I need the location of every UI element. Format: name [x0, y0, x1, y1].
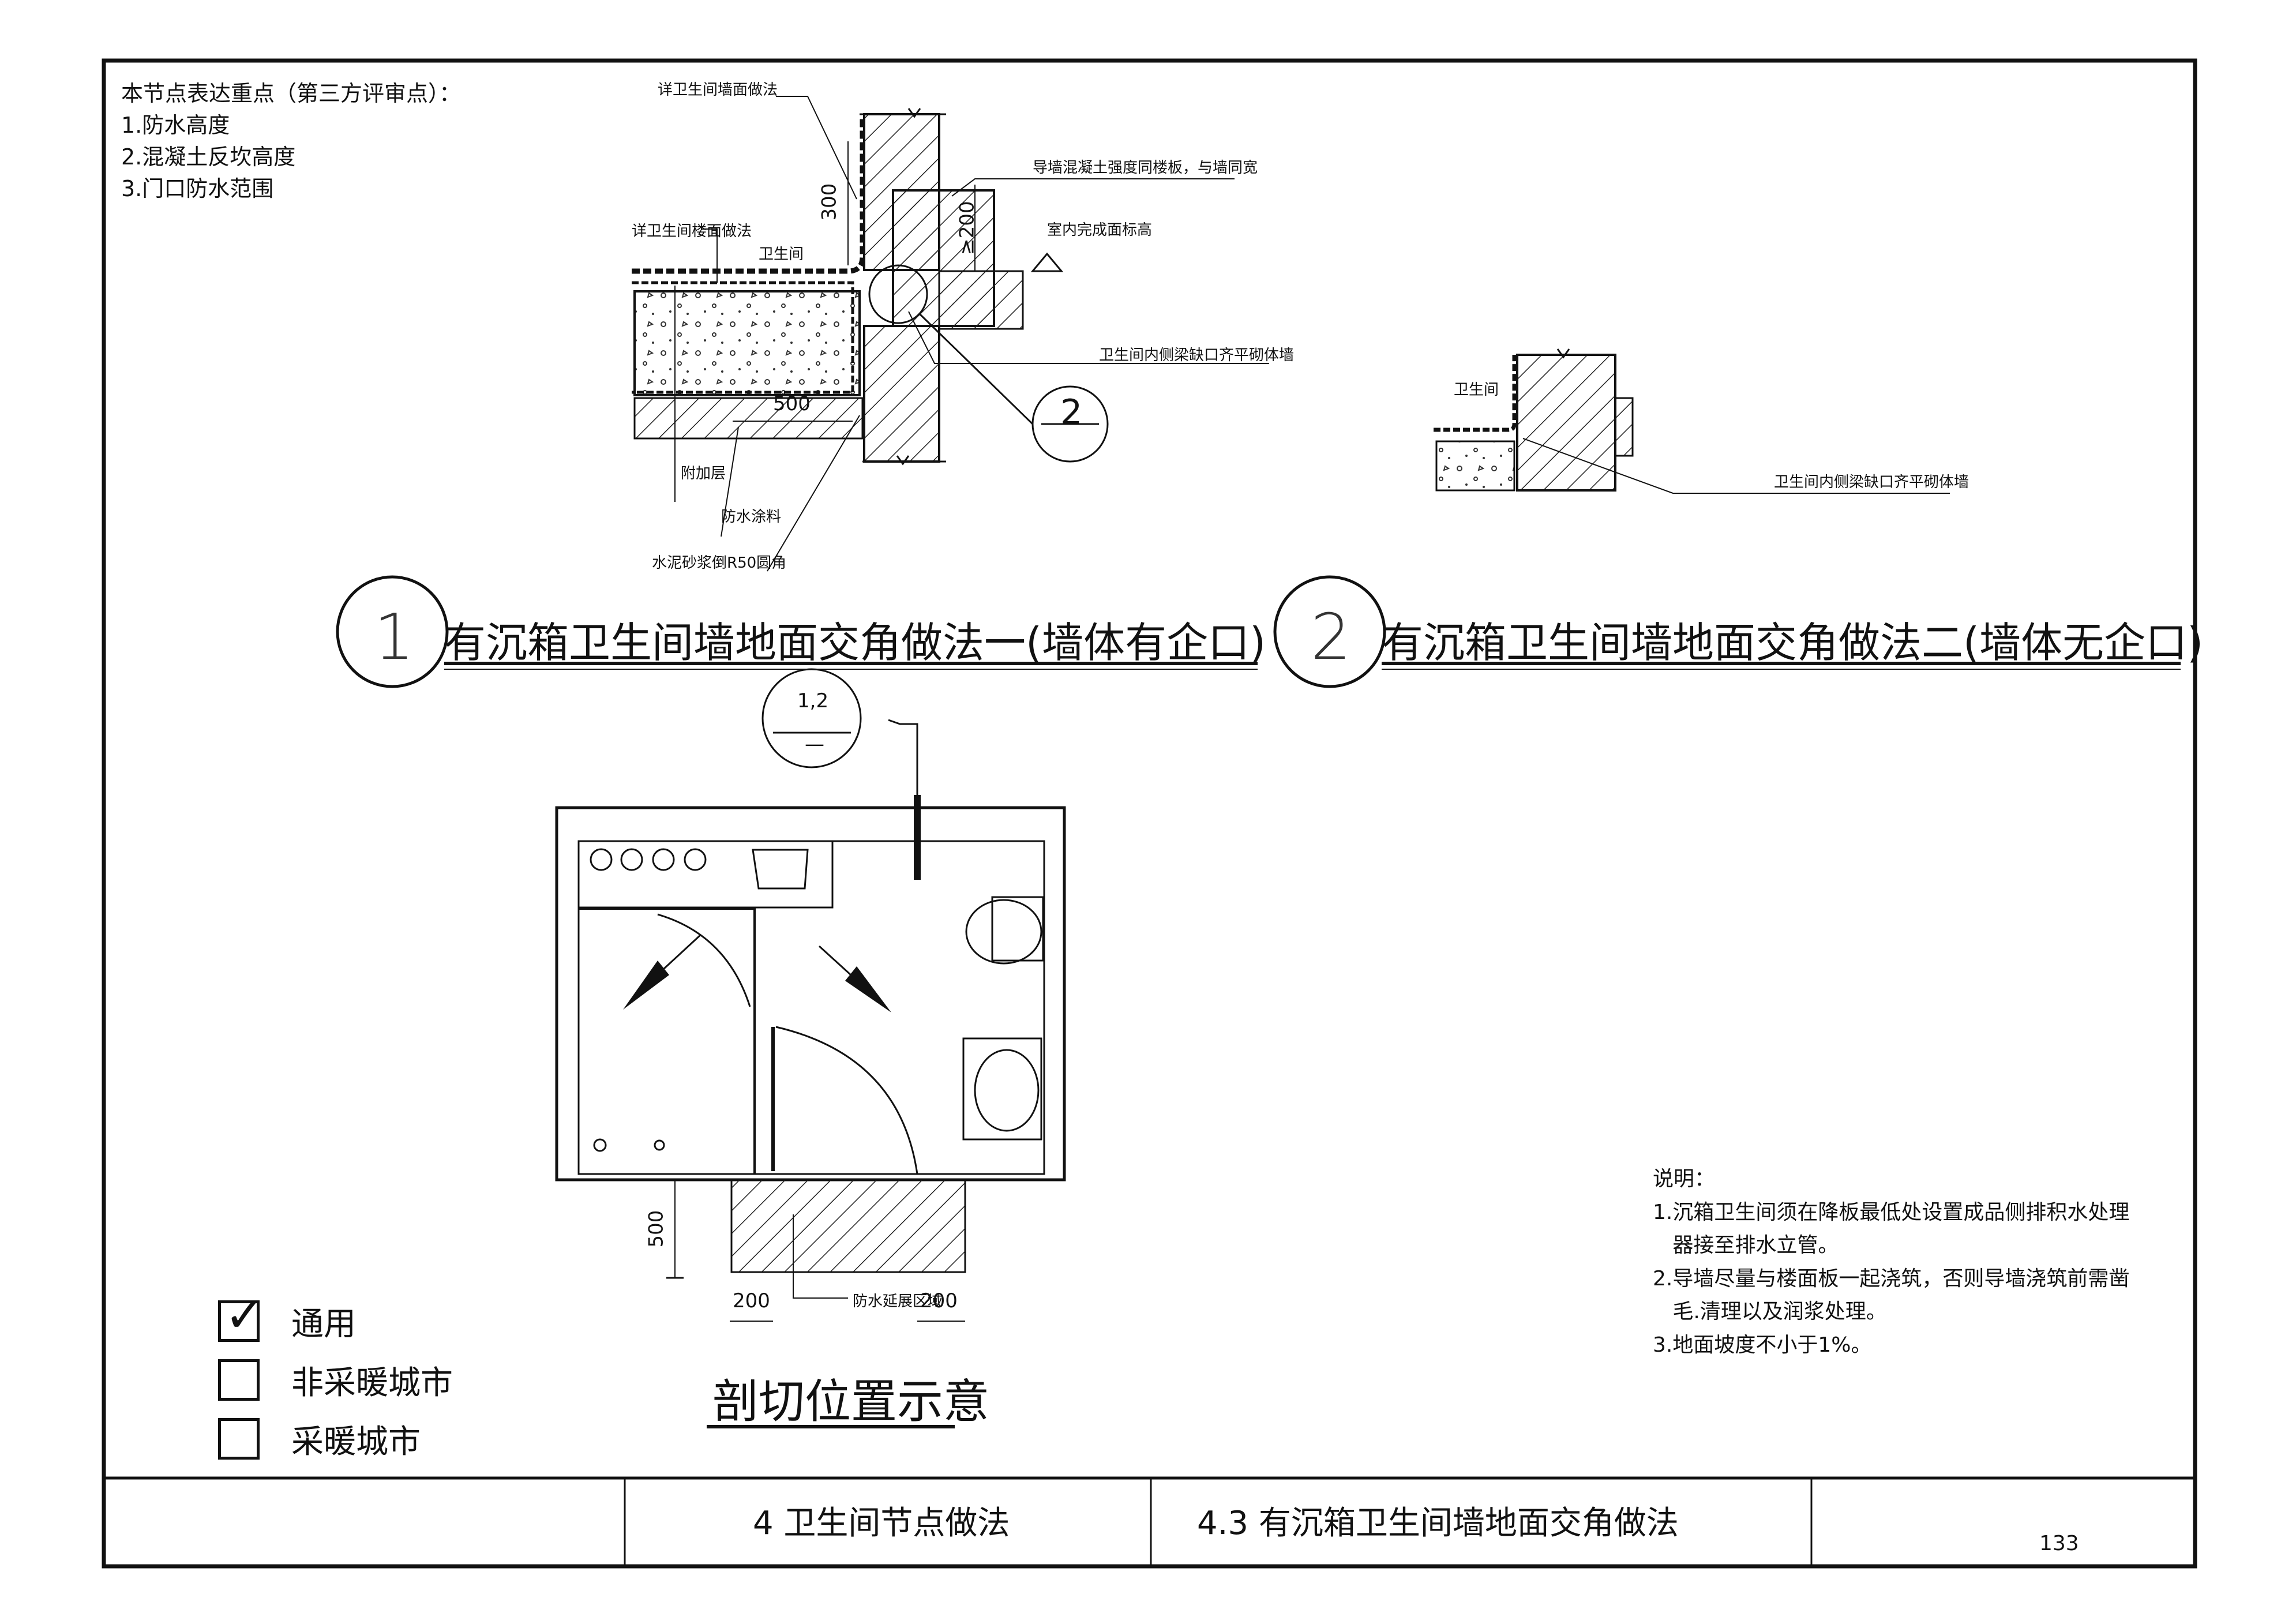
key-points: 本节点表达重点（第三方评审点）： 1.防水高度 2.混凝土反坎高度 3.门口防水… [121, 78, 461, 205]
section-plan [555, 668, 1066, 1322]
detail1-title: 有沉箱卫生间墙地面交角做法一(墙体有企口) [444, 618, 1266, 667]
label-floor-method: 详卫生间楼面做法 [632, 223, 752, 240]
detail1-number-circle [336, 575, 449, 688]
label-beam-notch-1: 卫生间内侧梁缺口齐平砌体墙 [1099, 347, 1295, 364]
legend-label-heating: 采暖城市 [291, 1423, 421, 1461]
note-line-3: 2.导墙尽量与楼面板一起浇筑，否则导墙浇筑前需凿 [1653, 1266, 2130, 1291]
sheet-border [102, 58, 2197, 1569]
plan-dim-200-right: 200 [920, 1289, 958, 1312]
legend-checkbox-heating[interactable] [218, 1418, 260, 1460]
key-point-2: 2.混凝土反坎高度 [121, 144, 296, 170]
label-finish-level: 室内完成面标高 [1047, 222, 1153, 239]
detail2-number-circle [1273, 575, 1386, 688]
section-ref-bottom: — [805, 733, 824, 756]
plan-dim-200-left: 200 [733, 1289, 770, 1312]
label-coating: 防水涂料 [721, 508, 782, 526]
notes-heading: 说明： [1653, 1167, 1716, 1191]
label-mortar: 水泥砂浆倒R50圆角 [652, 554, 787, 572]
dim-300: 300 [817, 183, 841, 221]
legend-checkbox-general[interactable]: ✓ [218, 1291, 265, 1342]
title-block-chapter: 4 卫生间节点做法 [753, 1505, 1010, 1542]
note-line-2: 器接至排水立管。 [1653, 1233, 1839, 1258]
label-room-2: 卫生间 [1454, 381, 1499, 399]
note-line-4: 毛.清理以及润浆处理。 [1653, 1300, 1887, 1324]
key-point-3: 3.门口防水范围 [121, 176, 274, 202]
section-plan-title: 剖切位置示意 [712, 1375, 989, 1428]
section-plan-title-underline [707, 1425, 955, 1428]
legend-item-heating[interactable]: 采暖城市 [218, 1416, 453, 1462]
detail1-number: 1 [374, 600, 414, 674]
detail1-callout-number: 2 [1060, 392, 1083, 433]
note-line-5: 3.地面坡度不小于1%。 [1653, 1333, 1872, 1357]
label-guide-wall: 导墙混凝土强度同楼板，与墙同宽 [1033, 159, 1258, 177]
zone-label: 防水延展区域 [853, 1293, 943, 1310]
detail2-number: 2 [1311, 600, 1351, 674]
plan-dim-500: 500 [644, 1210, 668, 1248]
check-icon: ✓ [224, 1287, 265, 1343]
title-block-section: 4.3 有沉箱卫生间墙地面交角做法 [1197, 1505, 1679, 1542]
key-point-1: 1.防水高度 [121, 112, 230, 138]
title-block-page: 133 [2039, 1532, 2079, 1555]
dim-200: ≥200 [955, 201, 979, 255]
label-room-1: 卫生间 [759, 246, 804, 263]
legend-label-non-heating: 非采暖城市 [291, 1364, 453, 1402]
key-points-heading: 本节点表达重点（第三方评审点）： [121, 81, 462, 106]
legend: ✓ 通用 非采暖城市 采暖城市 [218, 1291, 453, 1462]
detail2-title: 有沉箱卫生间墙地面交角做法二(墙体无企口) [1382, 618, 2204, 667]
legend-checkbox-non-heating[interactable] [218, 1359, 260, 1401]
label-extra-layer: 附加层 [681, 465, 726, 482]
title-block-lines [104, 1476, 2195, 1566]
note-line-1: 1.沉箱卫生间须在降板最低处设置成品侧排积水处理 [1653, 1200, 2130, 1224]
section-ref-top: 1,2 [797, 689, 829, 712]
notes: 说明： 1.沉箱卫生间须在降板最低处设置成品侧排积水处理 器接至排水立管。 2.… [1653, 1162, 2129, 1362]
label-wall-method: 详卫生间墙面做法 [658, 81, 778, 99]
legend-item-general[interactable]: ✓ 通用 [218, 1291, 453, 1344]
label-beam-notch-2: 卫生间内侧梁缺口齐平砌体墙 [1774, 474, 1969, 491]
detail2-section [1434, 348, 1950, 494]
legend-item-non-heating[interactable]: 非采暖城市 [218, 1357, 453, 1403]
legend-label-general: 通用 [291, 1305, 356, 1343]
detail1-section [632, 96, 1269, 572]
dim-500: 500 [773, 392, 811, 415]
